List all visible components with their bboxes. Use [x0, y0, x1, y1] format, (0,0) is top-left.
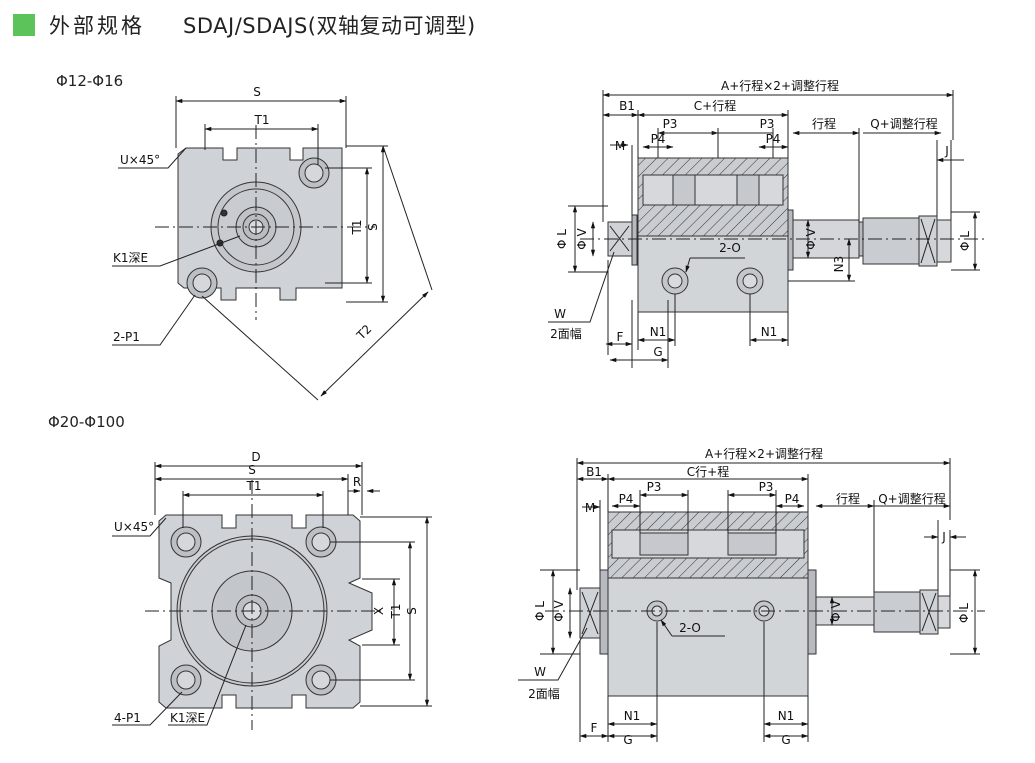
svg-text:M: M	[585, 501, 595, 515]
svg-text:P3: P3	[759, 480, 774, 494]
lower-side-body	[607, 577, 809, 697]
svg-text:P4: P4	[651, 132, 666, 146]
svg-text:M: M	[615, 139, 625, 153]
svg-text:Φ V: Φ V	[575, 227, 589, 249]
section-header: 外部规格 SDAJ/SDAJS(双轴复动可调型)	[13, 9, 476, 41]
svg-text:T1: T1	[350, 220, 364, 236]
svg-text:T1: T1	[389, 604, 403, 620]
svg-text:K1深E: K1深E	[113, 251, 148, 265]
upper-size-range: Φ12-Φ16	[56, 72, 124, 90]
svg-text:2面幅: 2面幅	[528, 686, 560, 701]
svg-text:G: G	[781, 733, 790, 747]
model-title: SDAJ/SDAJS(双轴复动可调型)	[183, 14, 476, 38]
svg-text:S: S	[253, 85, 261, 99]
green-square-icon	[13, 14, 35, 36]
svg-text:S: S	[405, 607, 419, 615]
upper-front-view	[112, 96, 433, 401]
svg-text:N1: N1	[778, 709, 795, 723]
svg-text:F: F	[591, 721, 598, 735]
svg-text:P3: P3	[647, 480, 662, 494]
svg-text:2-P1: 2-P1	[113, 330, 140, 344]
svg-text:行程: 行程	[836, 491, 860, 506]
svg-text:Φ V: Φ V	[552, 599, 566, 621]
svg-text:C+行程: C+行程	[694, 98, 736, 113]
svg-text:A+行程×2+调整行程: A+行程×2+调整行程	[705, 446, 823, 461]
svg-text:S: S	[248, 463, 256, 477]
svg-text:2-O: 2-O	[719, 241, 741, 255]
svg-text:2面幅: 2面幅	[550, 326, 582, 341]
svg-text:P4: P4	[785, 492, 800, 506]
svg-text:J: J	[944, 144, 949, 158]
lower-size-range: Φ20-Φ100	[48, 413, 125, 431]
svg-text:Φ L: Φ L	[957, 603, 971, 623]
svg-text:W: W	[534, 665, 546, 679]
svg-text:N1: N1	[650, 325, 667, 339]
svg-text:Φ L: Φ L	[555, 229, 569, 249]
upper-side-adjuster	[862, 217, 920, 265]
lower-side-labels: A+行程×2+调整行程 B1 C行+程 P3 P3 P4 P4 M 行程 Q+调…	[528, 446, 971, 747]
svg-text:P4: P4	[619, 492, 634, 506]
svg-text:N1: N1	[761, 325, 778, 339]
upper-side-view	[548, 90, 985, 368]
svg-text:S: S	[366, 223, 380, 231]
svg-text:T1: T1	[254, 113, 270, 127]
svg-text:P3: P3	[760, 117, 775, 131]
svg-text:D: D	[251, 450, 260, 464]
svg-text:N1: N1	[624, 709, 641, 723]
svg-text:Q+调整行程: Q+调整行程	[878, 491, 946, 506]
svg-text:B1: B1	[586, 465, 602, 479]
lower-front-view	[112, 462, 432, 730]
upper-side-body	[637, 235, 789, 313]
svg-text:W: W	[554, 307, 566, 321]
svg-text:X: X	[372, 607, 386, 615]
svg-text:T2: T2	[353, 322, 374, 343]
svg-text:U×45°: U×45°	[120, 153, 160, 167]
svg-text:U×45°: U×45°	[114, 520, 154, 534]
lower-side-view	[518, 458, 985, 742]
upper-side-labels: A+行程×2+调整行程 B1 C+行程 P3 P3 P4 P4 M 行程 Q+调…	[550, 78, 972, 359]
section-title: 外部规格	[49, 14, 145, 38]
lower-front-labels: D S T1 R U×45° X T1 S 4-P1 K1深E	[114, 450, 419, 725]
svg-text:2-O: 2-O	[679, 621, 701, 635]
svg-text:Φ V: Φ V	[804, 227, 818, 249]
svg-text:P3: P3	[663, 117, 678, 131]
svg-text:Q+调整行程: Q+调整行程	[870, 116, 938, 131]
lower-side-adjuster	[873, 591, 921, 633]
svg-text:行程: 行程	[812, 116, 836, 131]
svg-text:T1: T1	[246, 479, 262, 493]
svg-text:R: R	[353, 475, 361, 489]
svg-text:Φ V: Φ V	[829, 599, 843, 621]
svg-text:A+行程×2+调整行程: A+行程×2+调整行程	[721, 78, 839, 93]
svg-text:C行+程: C行+程	[687, 464, 729, 479]
svg-text:G: G	[623, 733, 632, 747]
svg-text:B1: B1	[619, 99, 635, 113]
svg-text:P4: P4	[766, 132, 781, 146]
svg-text:F: F	[617, 330, 624, 344]
svg-text:K1深E: K1深E	[170, 711, 205, 725]
svg-text:4-P1: 4-P1	[114, 711, 141, 725]
svg-text:Φ L: Φ L	[533, 601, 547, 621]
upper-front-labels: S T1 T1 S T2 U×45° K1深E 2-P1	[113, 85, 380, 344]
svg-text:N3: N3	[832, 256, 846, 273]
svg-text:Φ L: Φ L	[958, 231, 972, 251]
svg-text:J: J	[941, 530, 946, 544]
svg-text:G: G	[653, 345, 662, 359]
